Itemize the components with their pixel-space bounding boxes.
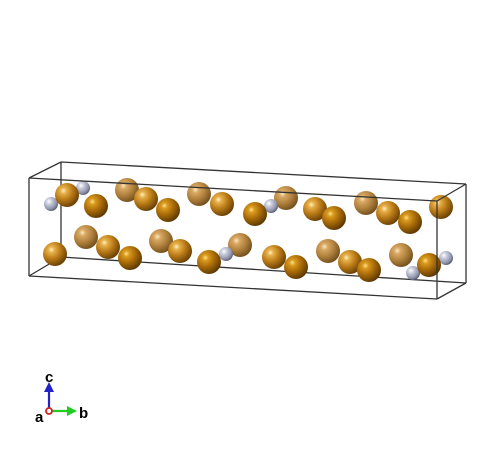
atom-gold (284, 255, 308, 279)
atom-gold (84, 194, 108, 218)
atom-gray (439, 251, 453, 265)
atom-gold (354, 191, 378, 215)
unit-cell-front-edges (28, 177, 467, 300)
atom-gold (303, 197, 327, 221)
atom-gold (228, 233, 252, 257)
atom-gray (76, 181, 90, 195)
b-axis-label: b (79, 405, 88, 422)
atom-gold (156, 198, 180, 222)
c-axis-label: c (45, 369, 53, 386)
cell-edge (28, 275, 438, 300)
b-axis-arrowhead (67, 406, 77, 416)
c-axis-arrowhead (44, 382, 54, 392)
atom-gold (357, 258, 381, 282)
atom-gold (197, 250, 221, 274)
atom-gold (376, 201, 400, 225)
cell-edge (436, 183, 467, 202)
atom-gold (118, 246, 142, 270)
cell-edge (60, 161, 467, 185)
atom-gold (398, 210, 422, 234)
atom-gray (44, 197, 58, 211)
atom-gold (43, 242, 67, 266)
atom-gold (417, 253, 441, 277)
atom-gold (96, 235, 120, 259)
atom-gold (322, 206, 346, 230)
atom-gold (389, 243, 413, 267)
atom-gray (406, 266, 420, 280)
atom-gold (210, 192, 234, 216)
atom-gold (168, 239, 192, 263)
atom-gray (219, 247, 233, 261)
cell-edge (28, 161, 62, 179)
axes-orientation-indicator: c b a (35, 369, 88, 426)
atom-gray (264, 199, 278, 213)
atom-gold (55, 183, 79, 207)
cell-edge (436, 282, 467, 300)
atom-gold (338, 250, 362, 274)
a-axis-marker (45, 407, 53, 415)
atom-gold (262, 245, 286, 269)
atom-gold (187, 182, 211, 206)
atoms-layer (43, 178, 453, 282)
atom-gold (149, 229, 173, 253)
atom-gold (316, 239, 340, 263)
atom-gold (243, 202, 267, 226)
a-axis-label: a (35, 409, 44, 426)
atom-gold (134, 187, 158, 211)
atom-gold (74, 225, 98, 249)
cell-edge (28, 177, 438, 202)
